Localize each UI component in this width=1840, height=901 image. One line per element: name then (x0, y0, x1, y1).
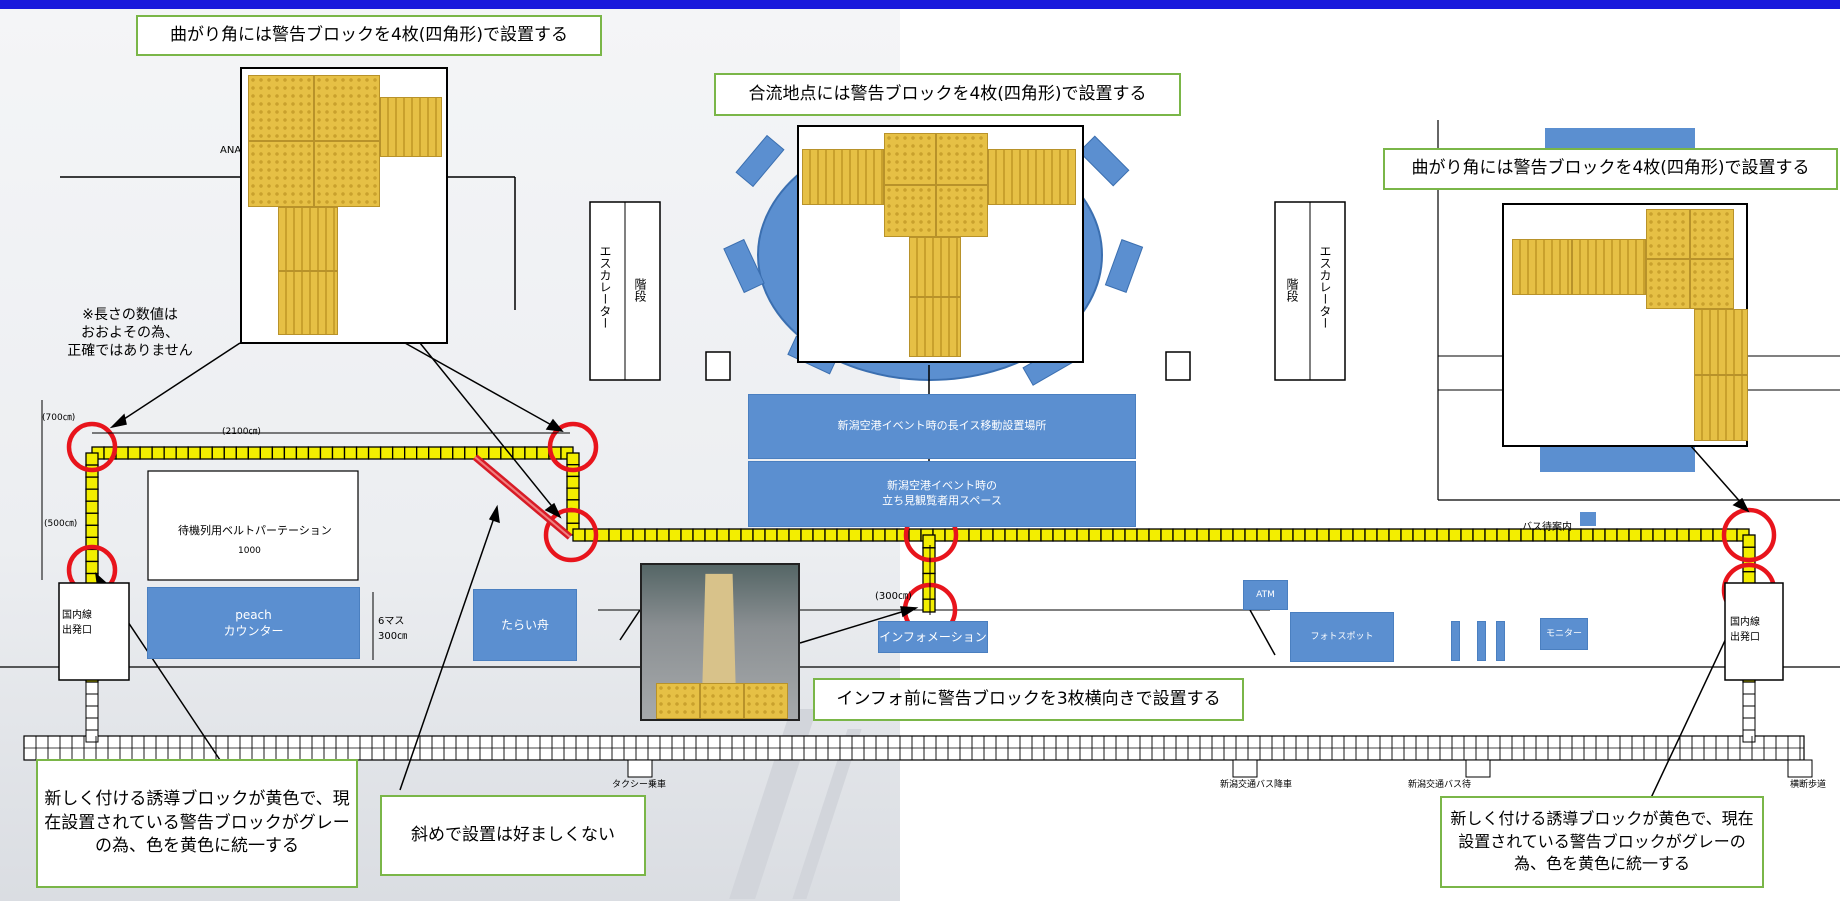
callout-corner-right: 曲がり角には警告ブロックを4枚(四角形)で設置する (1383, 148, 1838, 190)
dim-1000: 1000 (238, 546, 261, 556)
route-info-branch (922, 534, 936, 613)
route-top-left (91, 446, 574, 460)
standing-area: 新潟空港イベント時の 立ち見観覧者用スペース (748, 461, 1136, 527)
callout-corner-left: 曲がり角には警告ブロックを4枚(四角形)で設置する (136, 15, 602, 56)
callout-diagonal: 斜めで設置は好ましくない (380, 795, 646, 876)
escalator-right-label: エスカレーター (1318, 245, 1332, 329)
mark-corner-top-left (66, 421, 118, 473)
dim-300: (300㎝) (875, 591, 912, 602)
inset-corner-right (1502, 203, 1748, 447)
photo-info-front (640, 563, 800, 721)
dim-700: (700㎝) (42, 413, 76, 423)
taxi-label: タクシー乗車 (612, 780, 667, 790)
bus-drop-label: 新潟交通バス降車 (1220, 780, 1293, 790)
dim-500: (500㎝) (44, 519, 78, 529)
existing-gray-tactile-grid (23, 735, 1805, 761)
bus-info-label: バス待案内 (1522, 522, 1572, 533)
escalator-left-label: エスカレーター (598, 245, 612, 329)
ana-label: ANA (220, 145, 242, 156)
tarai-bune: たらい舟 (473, 589, 577, 661)
callout-junction: 合流地点には警告ブロックを4枚(四角形)で設置する (714, 73, 1181, 116)
route-left-drop (566, 452, 580, 536)
crosswalk-label: 横断歩道 (1790, 780, 1827, 790)
mark-corner-top-right (547, 421, 599, 473)
callout-yellow-left: 新しく付ける誘導ブロックが黄色で、現在設置されている警告ブロックがグレーの為、色… (36, 759, 358, 888)
callout-yellow-right: 新しく付ける誘導ブロックが黄色で、現在設置されている警告ブロックがグレーの為、色… (1440, 796, 1764, 888)
monitor: モニター (1540, 618, 1588, 650)
mark-junction-left (543, 507, 599, 563)
pillar-1 (1451, 621, 1460, 661)
atm: ATM (1243, 580, 1288, 610)
dim-6masu: 6マス 300㎝ (378, 616, 408, 642)
header-bar (0, 0, 1840, 9)
pillar-3 (1496, 621, 1505, 661)
inset-corner-left (240, 67, 448, 344)
accuracy-note: ※長さの数値は おおよその為、 正確ではありません (67, 307, 193, 360)
stairs-right-label: 階段 (1285, 278, 1299, 302)
domestic-exit-right: 国内線 出発口 (1730, 615, 1760, 645)
peach-counter: peach カウンター (147, 587, 360, 659)
inset-junction (797, 125, 1084, 363)
information-desk: インフォメーション (878, 621, 988, 653)
route-main (572, 528, 1750, 542)
domestic-exit-left: 国内線 出発口 (62, 608, 92, 638)
mark-corner-right (1721, 507, 1777, 563)
bus-wait-label: 新潟交通バス待 (1408, 780, 1472, 790)
partition-label: 待機列用ベルトパーテーション (178, 524, 332, 537)
bench-area: 新潟空港イベント時の長イス移動設置場所 (748, 394, 1136, 459)
photo-spot: フォトスポット (1290, 612, 1394, 662)
callout-info-front: インフォ前に警告ブロックを3枚横向きで設置する (813, 678, 1244, 721)
stairs-left-label: 階段 (633, 278, 647, 302)
dim-2100: (2100㎝) (222, 427, 261, 437)
pillar-2 (1477, 621, 1486, 661)
